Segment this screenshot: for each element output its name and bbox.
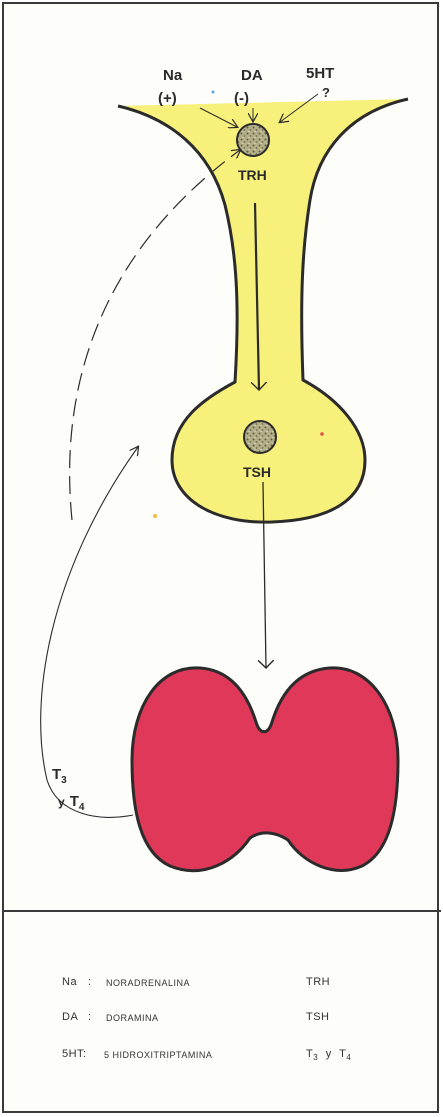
legend-row-5ht: 5HT: 5 HIDROXITRIPTAMINA T3 y T4: [0, 1048, 443, 1066]
legend-abbrev: TRH: [306, 976, 330, 988]
legend-key: 5HT:: [62, 1048, 87, 1060]
5ht-label: 5HT: [306, 65, 334, 82]
legend-abbrev: T3 y T4: [306, 1048, 351, 1062]
legend-sub3: 3: [313, 1053, 318, 1062]
legend-desc: DORAMINA: [106, 1013, 159, 1023]
legend-divider: [2, 910, 441, 912]
legend-desc: 5 HIDROXITRIPTAMINA: [104, 1050, 212, 1060]
tsh-nucleus: [244, 421, 276, 453]
feedback-solid-arrow: [41, 447, 138, 817]
tsh-label: TSH: [243, 464, 271, 480]
blue-dot: [212, 91, 215, 94]
red-dot: [320, 432, 324, 436]
da-label: DA: [241, 67, 263, 84]
trh-nucleus: [237, 124, 269, 156]
legend-desc: NORADRENALINA: [106, 978, 190, 988]
legend-row-na: Na : NORADRENALINA TRH: [0, 976, 443, 992]
trh-label: TRH: [238, 167, 267, 183]
question-mark: ?: [322, 85, 330, 100]
legend-row-da: DA : DORAMINA TSH: [0, 1011, 443, 1027]
da-sign: (-): [234, 90, 249, 107]
legend-key: Na: [62, 976, 77, 988]
legend-key: DA: [62, 1011, 78, 1023]
na-sign: (+): [158, 90, 177, 107]
thyroid-shape: [132, 668, 398, 871]
t3-label: T3: [52, 766, 67, 786]
legend-sep: :: [88, 976, 92, 988]
legend-sub4: 4: [346, 1053, 351, 1062]
legend-y: y: [326, 1048, 332, 1060]
orange-dot: [153, 514, 157, 518]
legend-abbrev: TSH: [306, 1011, 330, 1023]
legend-sep: :: [88, 1011, 92, 1023]
na-label: Na: [163, 67, 183, 84]
